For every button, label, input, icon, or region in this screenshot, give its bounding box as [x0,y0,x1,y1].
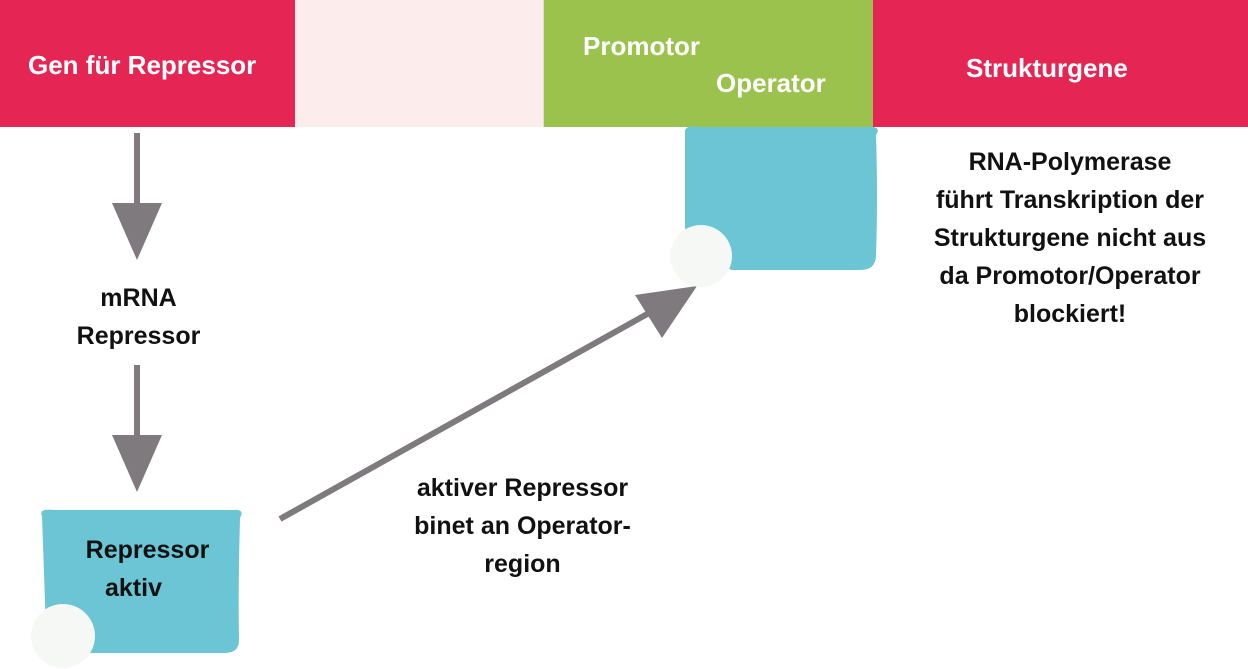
active-repressor-label: Repressor aktiv [85,536,210,602]
arrow-mrna-to-active [112,365,162,492]
gene-repressor-segment [0,0,295,127]
bound-repressor-shape [670,126,878,287]
active-repressor-site [31,604,95,668]
active-repressor-shape [31,509,242,668]
promotor-label: Promotor [583,31,700,61]
mrna-repressor-label: mRNA Repressor [76,284,201,350]
arrow-gene-to-mrna [112,133,162,260]
binding-description: aktiver Repressor binet an Operator- reg… [414,474,631,578]
gap-segment [295,0,544,127]
promotor-operator-segment [544,0,873,127]
polymerase-note: RNA-Polymerase führt Transkription der S… [933,148,1207,328]
structural-genes-label: Strukturgene [966,53,1128,83]
structural-genes-segment [873,0,1248,127]
gene-repressor-label: Gen für Repressor [28,50,257,80]
arrow-repressor-to-operator [278,286,697,522]
bound-repressor-site [670,225,732,287]
operator-label: Operator [716,68,826,98]
